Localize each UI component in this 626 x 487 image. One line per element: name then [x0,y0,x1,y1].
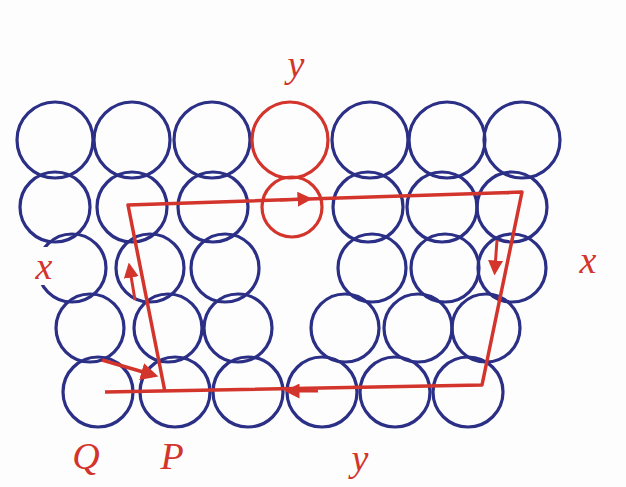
lattice-atom [311,294,379,362]
lattice-atom [409,102,485,178]
lattice-atom [116,234,184,302]
direction-arrow [292,390,318,393]
lattice-atom [452,294,520,362]
burgers-circuit [105,192,522,392]
lattice-atom [174,102,250,178]
lattice-atom [17,102,93,178]
lattice-atom [204,294,272,362]
lattice-atom [407,172,477,242]
lattice-atom [384,294,452,362]
direction-arrow [280,199,305,200]
lattice-atom [20,172,90,242]
lattice-atom [411,234,479,302]
lattice-atom [360,357,430,427]
lattice-atom [338,234,406,302]
axis-label: y [349,439,372,477]
axis-label: x [33,247,56,285]
extra-half-plane-atom [252,102,328,178]
lattice-atom [191,234,259,302]
axis-label: y [285,45,308,83]
lattice-atom [433,357,503,427]
lattice-atom [477,172,547,242]
lattice-atom [56,294,124,362]
lattice-atom [213,357,283,427]
lattice-atom [333,172,403,242]
direction-arrow [495,240,497,268]
direction-arrow [130,270,135,300]
extra-half-plane-atom [262,177,322,237]
lattice-atom [178,172,248,242]
axis-label: P [157,437,186,475]
lattice-atom [134,294,202,362]
lattice-atom [94,102,170,178]
lattice-atom [484,102,560,178]
lattice-atom [287,357,357,427]
axis-label: x [577,241,600,279]
lattice-atom [332,102,408,178]
closure-arrow [102,360,150,374]
axis-label: Q [69,437,102,475]
